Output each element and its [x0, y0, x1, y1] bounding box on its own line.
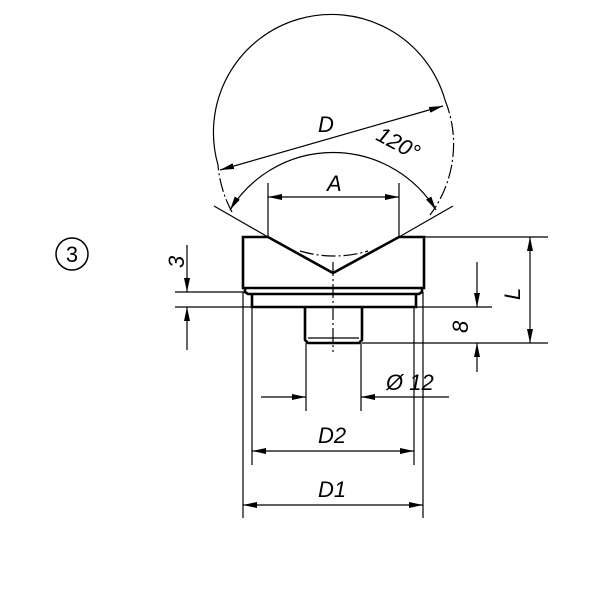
- label-thread-diameter: Ø 12: [385, 370, 434, 395]
- label-D: D: [318, 112, 334, 137]
- view-number-badge: 3: [55, 237, 89, 271]
- label-L: L: [500, 288, 525, 300]
- label-8: 8: [448, 320, 473, 333]
- dimension-D-line: [219, 105, 444, 171]
- label-A: A: [325, 171, 342, 196]
- label-D2: D2: [318, 423, 346, 448]
- angle-arc: [229, 151, 437, 211]
- label-angle: 120°: [372, 122, 424, 166]
- label-3: 3: [164, 255, 189, 268]
- view-number-text: 3: [66, 242, 78, 267]
- label-D1: D1: [318, 477, 346, 502]
